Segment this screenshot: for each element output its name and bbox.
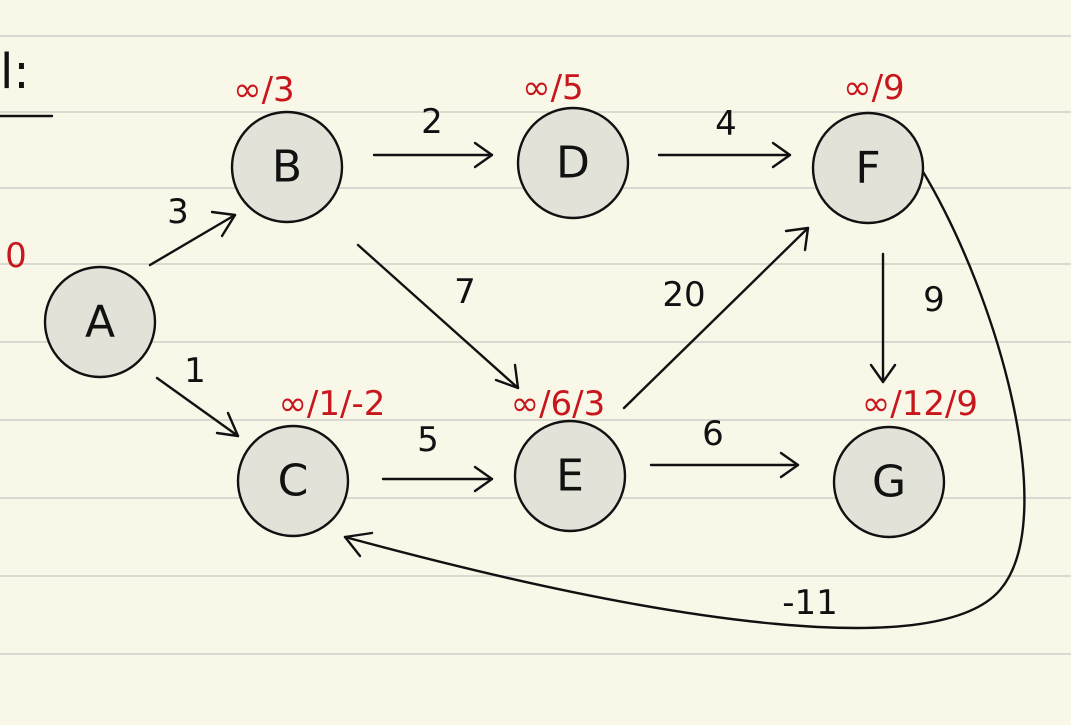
edge-e-g [649,451,800,479]
distance-label-c: ∞/1/-2 [279,384,386,424]
weight-a-c: 1 [184,351,206,391]
weight-e-g: 6 [702,414,724,454]
svg-text:B: B [272,142,302,193]
distance-label-f: ∞/9 [843,68,904,108]
svg-text:G: G [872,457,906,508]
distance-label-e: ∞/6/3 [511,384,606,424]
node-b: B [230,110,344,224]
svg-text:A: A [85,297,115,348]
source-distance-label: 0 [5,236,27,276]
edge-a-b [148,210,237,267]
node-g: G [832,425,946,539]
edge-weights: 3 1 2 7 5 4 20 6 9 -11 [167,102,945,623]
heading-fragment: l: [0,44,30,100]
weight-d-f: 4 [715,104,737,144]
svg-text:E: E [556,451,584,502]
edge-c-e [381,465,494,493]
node-e: E [513,419,627,533]
node-f: F [811,111,925,225]
weight-f-c: -11 [782,583,838,623]
ruled-lines [0,35,1071,655]
weight-c-e: 5 [417,420,439,460]
node-d: D [516,106,630,220]
weight-f-g: 9 [923,280,945,320]
distance-label-d: ∞/5 [522,68,583,108]
svg-text:C: C [278,456,309,507]
edges [148,141,1026,630]
edge-f-g [869,252,897,384]
edge-b-e [356,243,520,390]
edge-f-c [343,168,1026,630]
distance-label-g: ∞/12/9 [862,384,978,424]
edge-b-d [372,141,494,169]
distance-labels: ∞/3 ∞/1/-2 ∞/5 ∞/6/3 ∞/9 ∞/12/9 [233,68,978,424]
weight-b-d: 2 [421,102,443,142]
svg-text:D: D [556,138,590,189]
weight-b-e: 7 [454,272,476,312]
node-a: A [43,265,157,379]
weight-a-b: 3 [167,192,189,232]
weight-e-f: 20 [662,275,705,315]
distance-label-b: ∞/3 [233,70,294,110]
edge-e-f [622,226,810,410]
edge-a-c [155,376,240,438]
svg-text:F: F [855,143,880,194]
node-c: C [236,424,350,538]
edge-d-f [657,141,792,169]
